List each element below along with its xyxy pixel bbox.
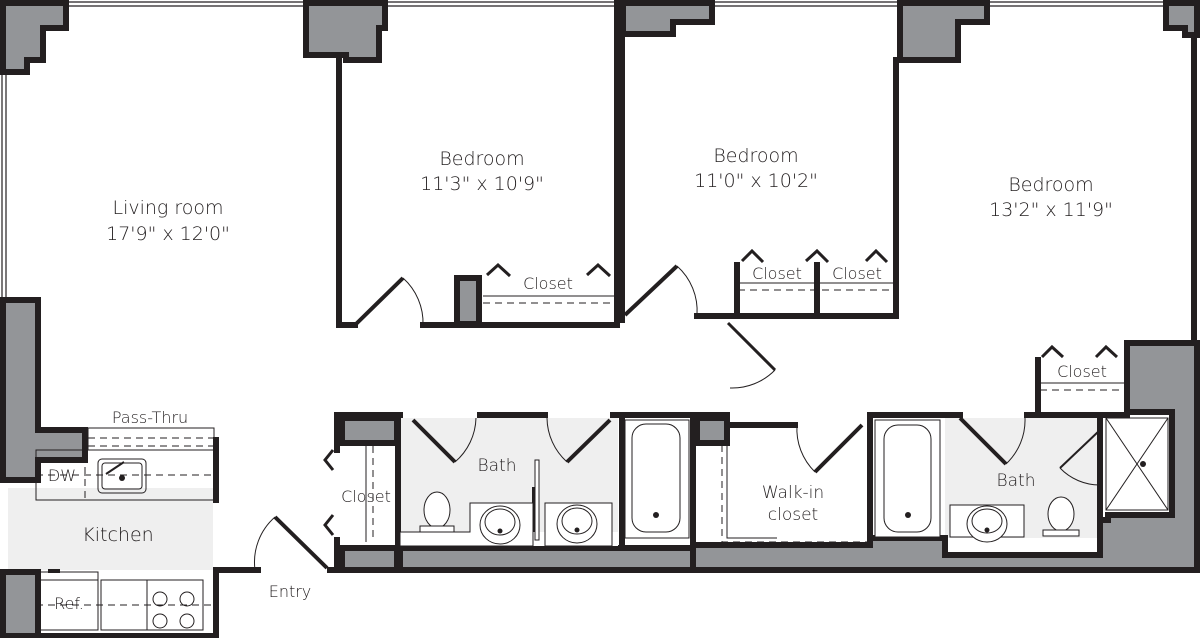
bath-2-label: Bath [996, 471, 1036, 491]
bedroom-1-dimensions: 11'3" x 10'9" [420, 173, 544, 195]
closet-label: Closet [523, 274, 573, 293]
sink-drain-icon [119, 475, 125, 481]
closet-shelves [365, 282, 1124, 543]
exterior-window-line [0, 1, 1200, 300]
walls [35, 0, 1200, 638]
bedroom-2-label: Bedroom [713, 145, 799, 167]
doors [254, 264, 1101, 571]
bedroom-3-label: Bedroom [1008, 174, 1094, 196]
kitchen-label: Kitchen [82, 524, 154, 546]
bedroom-2-dimensions: 11'0" x 10'2" [694, 170, 818, 192]
closet-label: Closet [1057, 362, 1107, 381]
closet-label: Closet [832, 264, 882, 283]
kitchen-counters [35, 427, 215, 631]
drains [497, 461, 1146, 534]
pass-thru-label: Pass-Thru [111, 408, 189, 427]
walk-in-closet-label: Walk-in [761, 483, 825, 503]
closet-label: Closet [341, 487, 391, 506]
bedroom-1-label: Bedroom [439, 148, 525, 170]
walk-in-closet-label-line2: closet [767, 505, 819, 525]
bedroom-3-dimensions: 13'2" x 11'9" [989, 199, 1113, 221]
bifold-doors [323, 248, 1119, 536]
living-room-label: Living room [112, 197, 224, 219]
living-room-dimensions: 17'9" x 12'0" [106, 223, 230, 245]
entry-label: Entry [268, 582, 312, 601]
dishwasher-label: DW [47, 466, 77, 485]
bath-fixtures [399, 417, 1169, 547]
refrigerator-label: Ref. [54, 594, 84, 613]
closet-label: Closet [752, 264, 802, 283]
bath-1-label: Bath [477, 456, 517, 476]
